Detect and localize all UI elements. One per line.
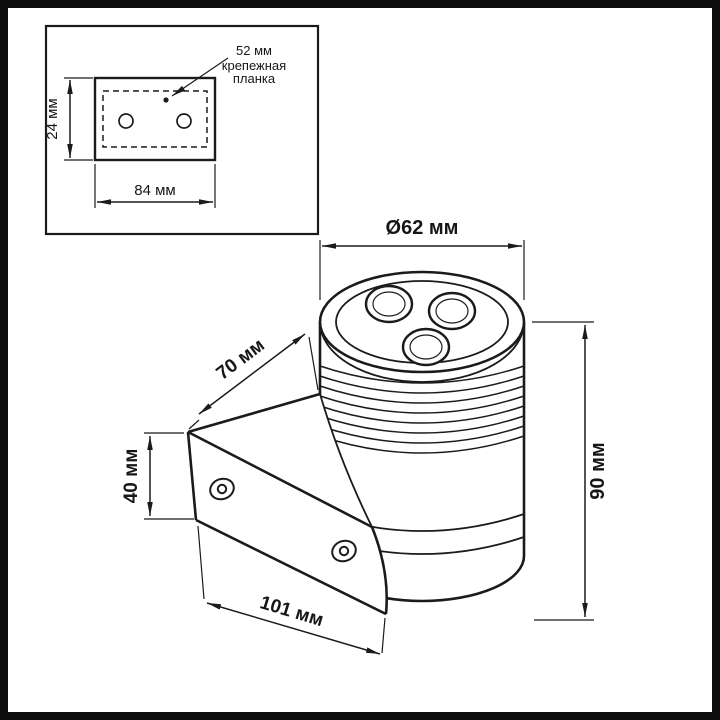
- callout-text-line2: планка: [233, 71, 276, 86]
- led-lens-array: [364, 284, 477, 367]
- bracket-front-top-edge: [187, 430, 373, 529]
- top-rim-arc: [319, 321, 525, 383]
- dim-diameter-label: Ø62 мм: [386, 217, 459, 239]
- dim-body-height-label: 90 мм: [587, 442, 609, 499]
- bracket-left-edge: [186, 431, 198, 521]
- plate-hole-left: [118, 113, 134, 129]
- callout-leader-line: [171, 57, 229, 97]
- heatsink-ribs: [319, 365, 525, 454]
- bracket-screw-hole-lower: [331, 539, 357, 563]
- bracket-screw-hole-upper: [209, 477, 235, 501]
- led-lens-2-inner: [435, 298, 469, 324]
- dim-base-length-label: 101 мм: [257, 592, 325, 631]
- led-lens-1-inner: [372, 291, 406, 317]
- plate-hole-right: [176, 113, 192, 129]
- dim-bracket-depth-label: 70 мм: [213, 335, 269, 385]
- dim-bracket-height: 40 мм: [121, 432, 194, 520]
- mounting-bracket: [186, 392, 389, 616]
- mounting-plate-dashed-contour: [102, 90, 208, 148]
- dim-bracket-height-label: 40 мм: [121, 449, 142, 504]
- dim-plate-width-label: 84 мм: [134, 182, 175, 199]
- dim-plate-height: 24 мм: [44, 77, 93, 161]
- bracket-bottom-edge: [195, 518, 387, 616]
- dim-plate-height-label: 24 мм: [44, 98, 61, 139]
- callout-reference-dot: [163, 97, 169, 103]
- bracket-cradle-lower: [370, 526, 389, 615]
- dim-plate-width: 84 мм: [94, 164, 216, 208]
- bracket-cradle-upper: [319, 393, 373, 528]
- bracket-body-fill: [188, 394, 387, 614]
- callout-text-line1: крепежная: [222, 58, 286, 73]
- dim-diameter: Ø62 мм: [319, 217, 525, 300]
- spotlight-head: [318, 270, 526, 603]
- led-lens-3-inner: [409, 334, 443, 360]
- callout-dim-label: 52 мм: [236, 43, 272, 58]
- mounting-plate-inset: 52 мм крепежная планка 24 мм 84 мм: [44, 24, 320, 236]
- dim-body-height: 90 мм: [532, 321, 609, 621]
